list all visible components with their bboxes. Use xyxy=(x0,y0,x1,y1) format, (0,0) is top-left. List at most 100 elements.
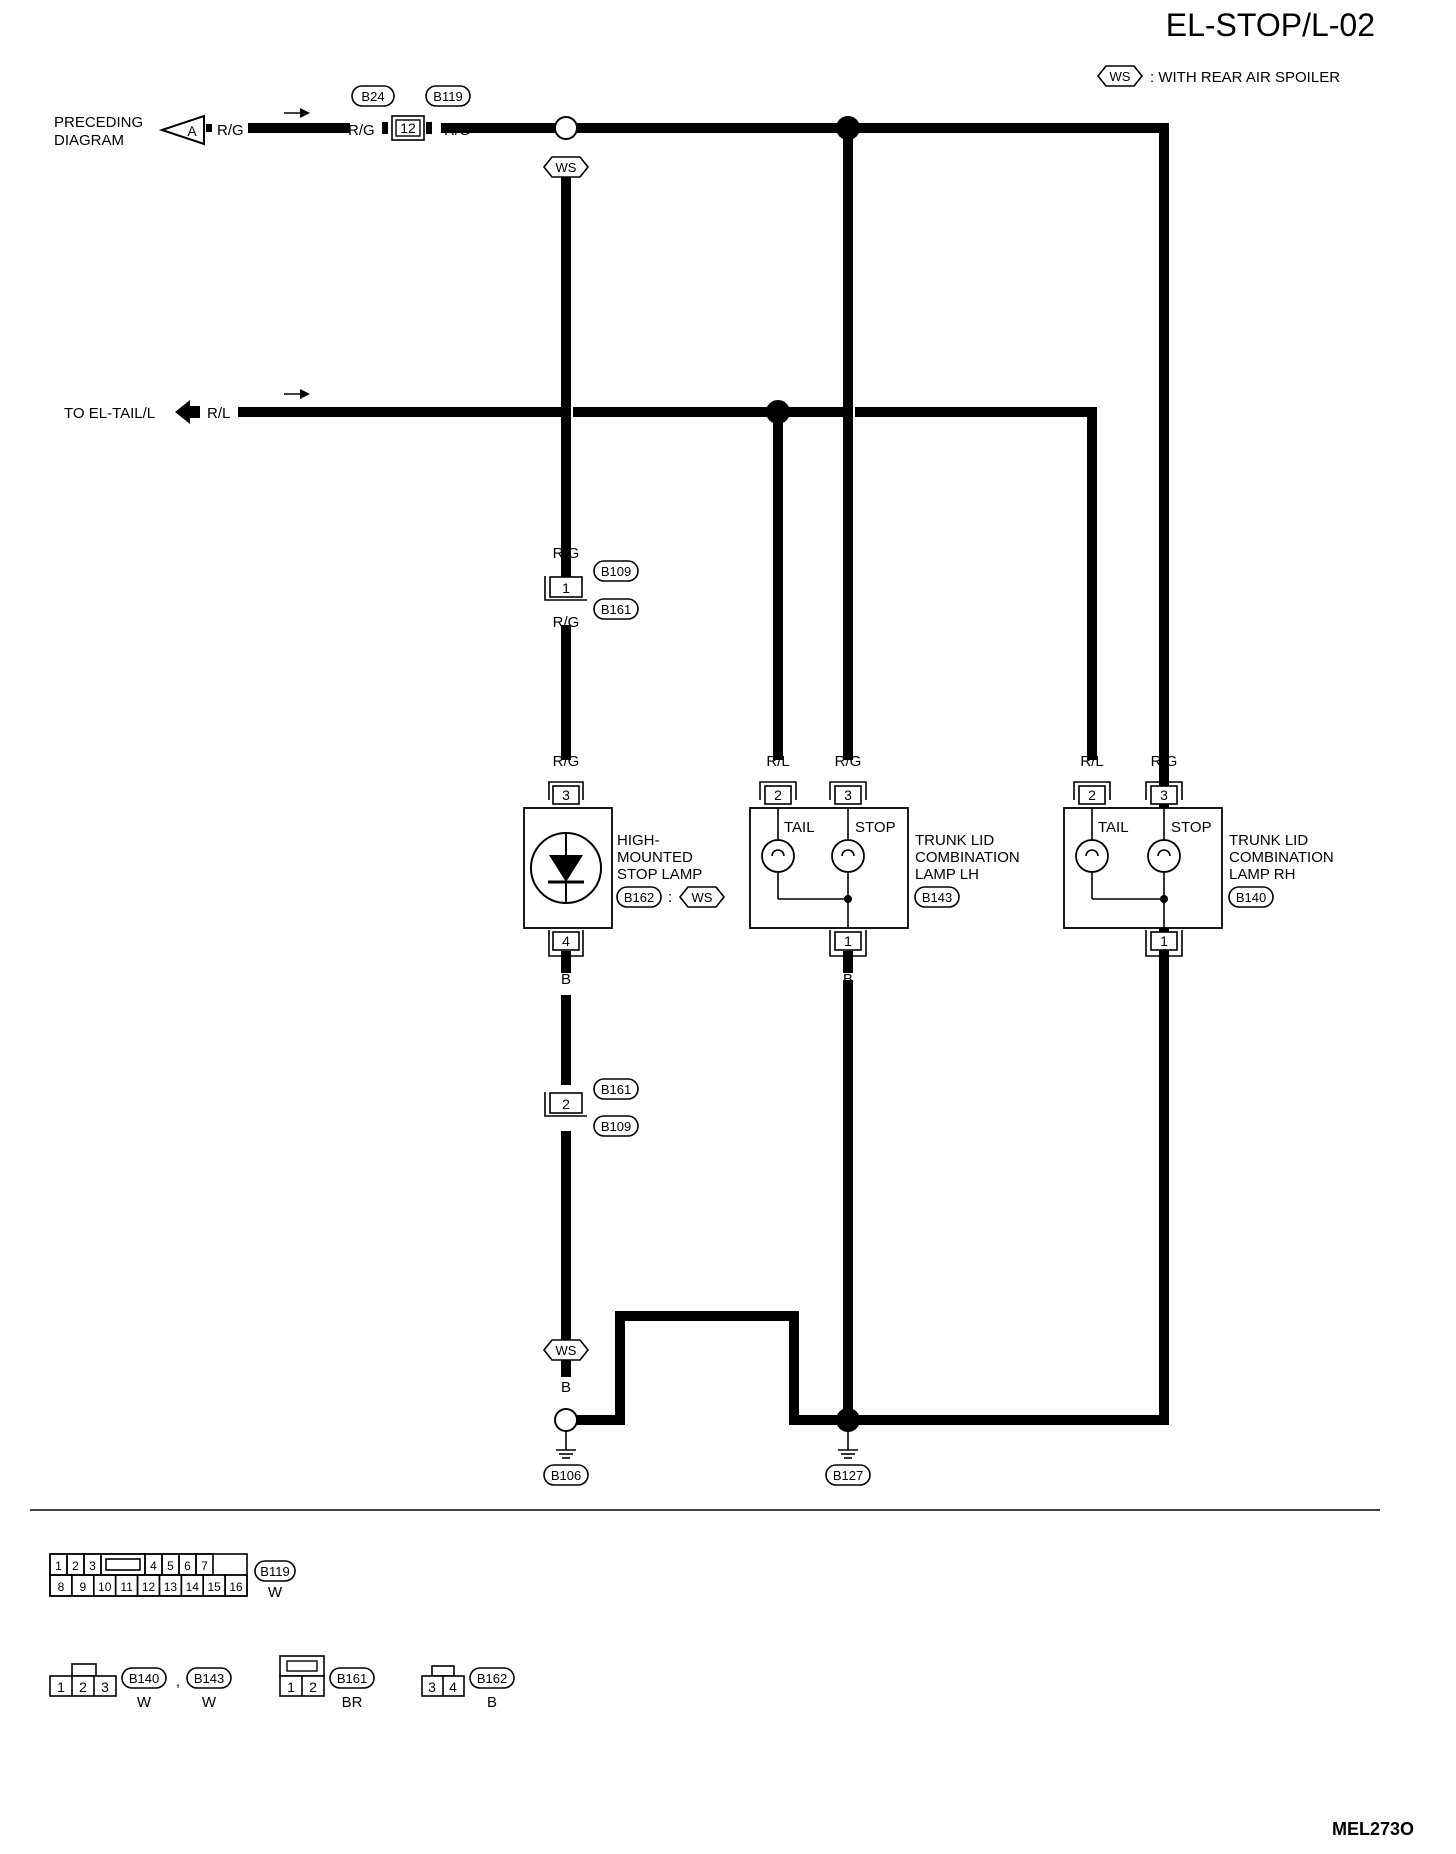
splices xyxy=(554,116,860,1432)
svg-text:COMBINATION: COMBINATION xyxy=(1229,849,1334,866)
tail-link-arrow xyxy=(175,400,200,424)
svg-text:B: B xyxy=(561,1064,571,1081)
svg-text:COMBINATION: COMBINATION xyxy=(915,849,1020,866)
b119-pin: 3 xyxy=(89,1559,96,1573)
svg-text:2: 2 xyxy=(774,787,782,803)
svg-text:LAMP RH: LAMP RH xyxy=(1229,866,1295,883)
splice-top xyxy=(836,116,860,140)
bulb-stop-rh-icon xyxy=(1147,839,1181,873)
svg-text:STOP LAMP: STOP LAMP xyxy=(617,866,702,883)
b119-pin: 12 xyxy=(142,1580,156,1594)
ground-b127: B127 xyxy=(833,1468,863,1483)
svg-text:R/G: R/G xyxy=(553,614,580,631)
svg-text:B: B xyxy=(1159,971,1169,988)
legend-tag: WS xyxy=(1110,69,1131,84)
preceding-label-1: PRECEDING xyxy=(54,114,143,131)
svg-text:3: 3 xyxy=(101,1679,109,1695)
ground-b106: B106 xyxy=(551,1468,581,1483)
svg-text:1: 1 xyxy=(1160,933,1168,949)
svg-text:W: W xyxy=(268,1584,283,1601)
b119-pin: 10 xyxy=(98,1580,112,1594)
wire-label-preceding: R/G xyxy=(217,122,244,139)
svg-text:B: B xyxy=(843,1379,853,1396)
legend: WS : WITH REAR AIR SPOILER xyxy=(1096,65,1340,87)
svg-text:B: B xyxy=(789,1379,799,1396)
svg-text:W: W xyxy=(137,1694,152,1711)
inline-connector-lower: B 2 B B161 B109 xyxy=(544,1064,639,1149)
b119-pin: 13 xyxy=(164,1580,178,1594)
svg-text:WS: WS xyxy=(556,160,577,175)
legend-text: : WITH REAR AIR SPOILER xyxy=(1150,69,1340,86)
svg-text:2: 2 xyxy=(562,1096,570,1112)
svg-text:B: B xyxy=(561,1132,571,1149)
svg-text:B: B xyxy=(1159,1379,1169,1396)
svg-text:R/L: R/L xyxy=(766,753,789,770)
svg-text:TAIL: TAIL xyxy=(1098,819,1129,836)
svg-text:B162: B162 xyxy=(477,1671,507,1686)
svg-text:4: 4 xyxy=(562,933,570,949)
b119-pin: 2 xyxy=(72,1559,79,1573)
svg-text:2: 2 xyxy=(79,1679,87,1695)
svg-text:HIGH-: HIGH- xyxy=(617,832,660,849)
svg-text:2: 2 xyxy=(309,1679,317,1695)
preceding-diagram-ref: PRECEDING DIAGRAM A R/G xyxy=(54,114,244,149)
diagram-code: MEL273O xyxy=(1332,1819,1414,1839)
svg-text:B161: B161 xyxy=(601,1082,631,1097)
b119-pin: 6 xyxy=(184,1559,191,1573)
svg-text:R/L: R/L xyxy=(1080,753,1103,770)
svg-text:R/G: R/G xyxy=(553,753,580,770)
b119-pin: 8 xyxy=(58,1580,65,1594)
svg-text:R/G: R/G xyxy=(835,753,862,770)
svg-text:B161: B161 xyxy=(601,602,631,617)
svg-text:B140: B140 xyxy=(129,1671,159,1686)
trunk-lid-lamp-lh: R/L R/G 2 3 TAIL STOP 1 B TRUNK LID COMB… xyxy=(749,753,1020,988)
svg-text:BR: BR xyxy=(342,1694,363,1711)
svg-text:B: B xyxy=(843,971,853,988)
svg-text:3: 3 xyxy=(1160,787,1168,803)
b119-pin: 1 xyxy=(55,1559,62,1573)
wire-b-loop xyxy=(573,1311,841,1425)
connector-b140-b143-view: 1 2 3 B140 W , B143 W xyxy=(49,1663,232,1711)
svg-text:R/G: R/G xyxy=(1151,753,1178,770)
connector-arrow-a xyxy=(158,114,205,146)
conn-b24-label: B24 xyxy=(361,89,384,104)
b119-pin: 7 xyxy=(201,1559,208,1573)
bulb-stop-lh-icon xyxy=(831,839,865,873)
wire-label-jleft: R/G xyxy=(348,122,375,139)
svg-text:TAIL: TAIL xyxy=(784,819,815,836)
svg-text:,: , xyxy=(176,1673,180,1690)
svg-text:B140: B140 xyxy=(1236,890,1266,905)
inline-connector-upper: R/G 1 R/G B109 B161 xyxy=(544,545,639,631)
svg-text:B109: B109 xyxy=(601,564,631,579)
splice-rl xyxy=(766,400,790,424)
preceding-label-2: DIAGRAM xyxy=(54,132,124,149)
wires xyxy=(238,123,1169,1425)
svg-text:3: 3 xyxy=(428,1679,436,1695)
svg-text:MOUNTED: MOUNTED xyxy=(617,849,693,866)
svg-text:1: 1 xyxy=(562,580,570,596)
svg-text:B143: B143 xyxy=(922,890,952,905)
led-icon xyxy=(549,855,583,882)
connector-b161-view: 1 2 B161 BR xyxy=(279,1655,375,1711)
svg-text:TRUNK LID: TRUNK LID xyxy=(1229,832,1308,849)
ground-area: WS B B B B B B106 B127 xyxy=(542,1339,1169,1486)
tail-link-ref: TO EL-TAIL/L R/L xyxy=(64,400,230,424)
b119-pin: 14 xyxy=(186,1580,200,1594)
svg-text:3: 3 xyxy=(844,787,852,803)
svg-text:B162: B162 xyxy=(624,890,654,905)
svg-text:2: 2 xyxy=(1088,787,1096,803)
svg-text:WS: WS xyxy=(692,890,713,905)
svg-text:1: 1 xyxy=(287,1679,295,1695)
svg-text:STOP: STOP xyxy=(855,819,896,836)
conn-b119-label: B119 xyxy=(433,89,462,104)
svg-text:B161: B161 xyxy=(337,1671,367,1686)
b119-cell xyxy=(224,1574,248,1597)
svg-text:TRUNK LID: TRUNK LID xyxy=(915,832,994,849)
connector-b162-view: 3 4 B162 B xyxy=(421,1665,515,1711)
high-mounted-stop-lamp: R/G 3 4 B HIGH- MOUNTED STOP LAMP B162 :… xyxy=(523,753,726,988)
b119-pin: 11 xyxy=(120,1580,133,1594)
trunk-lid-lamp-rh: R/L R/G 2 3 TAIL STOP 1 B TRUNK LID COMB… xyxy=(1063,753,1334,988)
pin-12: 12 xyxy=(400,120,416,136)
svg-text:STOP: STOP xyxy=(1171,819,1212,836)
svg-text:1: 1 xyxy=(57,1679,65,1695)
